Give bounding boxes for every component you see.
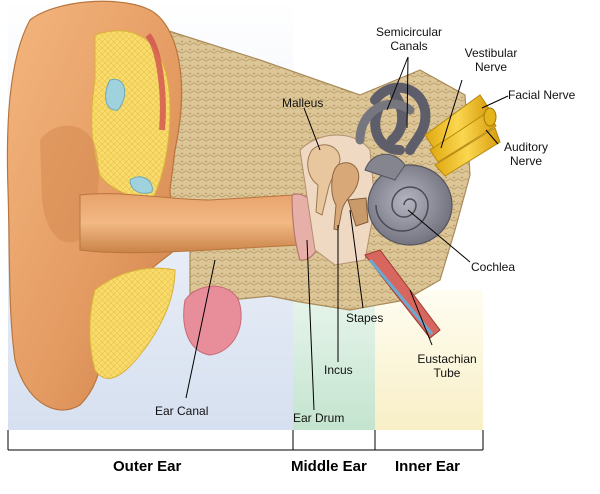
label-auditory-nerve: Auditory Nerve (494, 140, 558, 168)
label-ear-drum: Ear Drum (293, 411, 344, 425)
nerve-end (484, 108, 496, 126)
label-eustachian-line1: Eustachian (410, 352, 484, 366)
section-inner-ear: Inner Ear (395, 458, 460, 475)
label-semicircular-line2: Canals (370, 39, 448, 53)
pointer-facial (482, 96, 508, 108)
label-stapes: Stapes (346, 311, 383, 325)
section-middle-ear: Middle Ear (291, 458, 367, 475)
label-eustachian-line2: Tube (410, 366, 484, 380)
label-incus: Incus (324, 363, 353, 377)
label-eustachian-tube: Eustachian Tube (410, 352, 484, 380)
cochlea-shape (368, 165, 452, 245)
label-semicircular-line1: Semicircular (370, 25, 448, 39)
label-vestibular-line1: Vestibular (456, 46, 526, 60)
label-semicircular-canals: Semicircular Canals (370, 25, 448, 53)
label-vestibular-nerve: Vestibular Nerve (456, 46, 526, 74)
section-bracket (8, 430, 483, 450)
label-malleus: Malleus (282, 96, 323, 110)
label-vestibular-line2: Nerve (456, 60, 526, 74)
label-auditory-line2: Nerve (494, 154, 558, 168)
section-outer-ear: Outer Ear (113, 458, 181, 475)
label-auditory-line1: Auditory (494, 140, 558, 154)
label-ear-canal: Ear Canal (155, 404, 208, 418)
label-facial-nerve: Facial Nerve (508, 88, 575, 102)
ear-canal (80, 194, 300, 253)
label-cochlea: Cochlea (471, 260, 515, 274)
